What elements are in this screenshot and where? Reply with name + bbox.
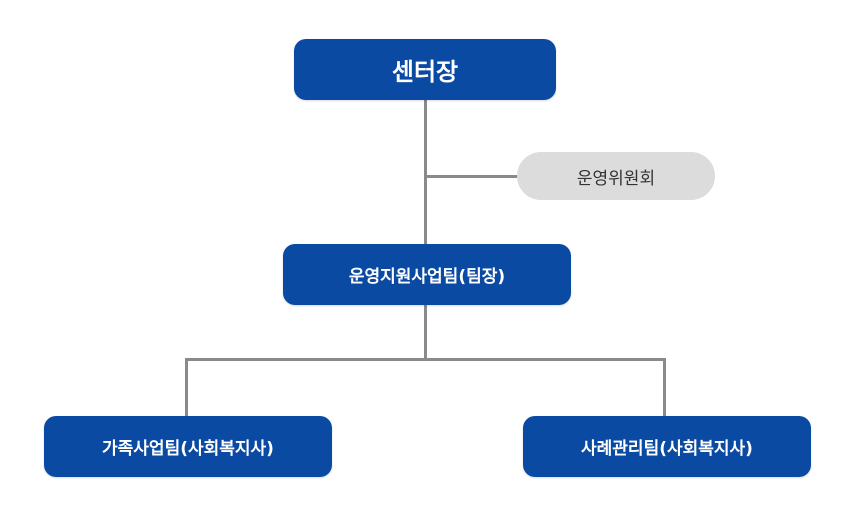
node-center-director-label: 센터장	[391, 58, 459, 86]
node-family-team: 가족사업팀(사회복지사)	[44, 416, 332, 477]
connector-branch-right	[663, 358, 666, 418]
node-family-team-label: 가족사업팀(사회복지사)	[102, 439, 274, 459]
node-operating-committee-label: 운영위원회	[576, 168, 656, 189]
connector-branch-horizontal	[185, 358, 666, 361]
node-operating-committee: 운영위원회	[517, 152, 715, 200]
connector-support-to-branch	[424, 302, 427, 360]
node-support-team: 운영지원사업팀(팀장)	[283, 244, 571, 305]
node-case-management-team-label: 사례관리팀(사회복지사)	[581, 439, 753, 459]
connector-to-committee	[424, 175, 522, 178]
connector-branch-left	[185, 358, 188, 418]
node-case-management-team: 사례관리팀(사회복지사)	[523, 416, 811, 477]
node-support-team-label: 운영지원사업팀(팀장)	[348, 267, 506, 287]
connector-root-to-support	[424, 99, 427, 246]
node-center-director: 센터장	[294, 39, 556, 100]
